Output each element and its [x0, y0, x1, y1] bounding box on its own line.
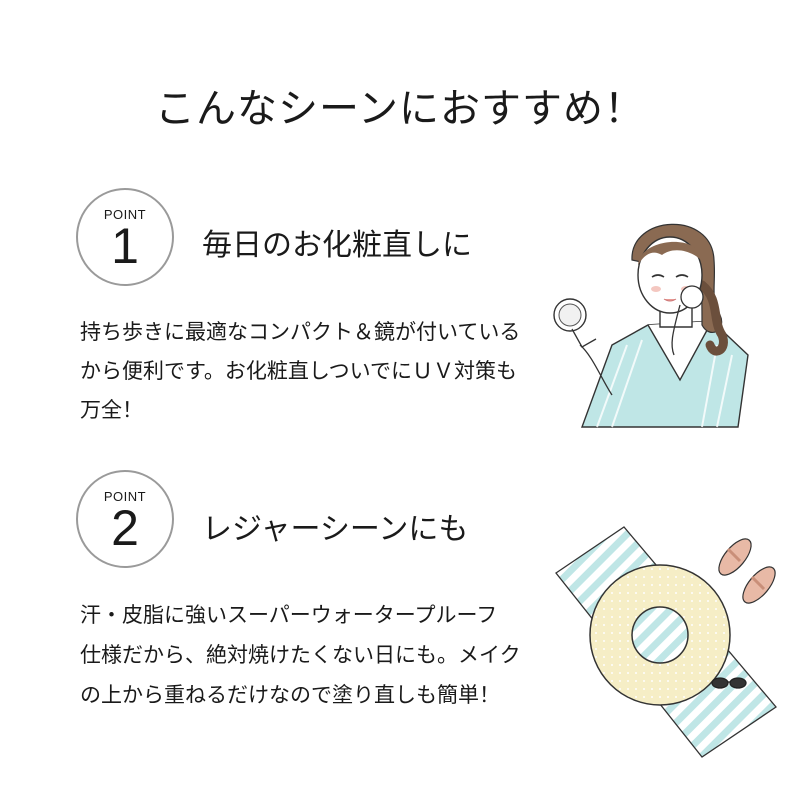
point-1-line-1: 持ち歩きに最適なコンパクト＆鏡が付いている [80, 320, 521, 344]
point-2-line-1: 汗・皮脂に強いスーパーウォータープルーフ [80, 603, 498, 627]
point-2-badge-label: POINT [103, 489, 147, 504]
point-1-line-3: 万全！ [80, 398, 143, 422]
point-2-badge: POINT 2 [76, 470, 174, 568]
point-1-badge-label: POINT [103, 207, 147, 222]
point-1-line-2: から便利です。お化粧直しついでにＵＶ対策も [80, 359, 518, 383]
point-2-line-2: 仕様だから、絶対焼けたくない日にも。メイク [80, 643, 521, 667]
point-1-number: 1 [111, 218, 139, 274]
point-2-line-3: の上から重ねるだけなので塗り直しも簡単！ [80, 683, 500, 707]
point-2-number: 2 [111, 500, 139, 556]
beach-leisure-illustration [555, 526, 777, 758]
point-1-heading: 毎日のお化粧直しに [202, 228, 472, 263]
woman-with-compact-illustration [553, 223, 749, 428]
point-1-badge: POINT 1 [76, 188, 174, 286]
point-2-heading: レジャーシーンにも [202, 512, 469, 547]
page-title: こんなシーンにおすすめ！ [155, 86, 645, 132]
